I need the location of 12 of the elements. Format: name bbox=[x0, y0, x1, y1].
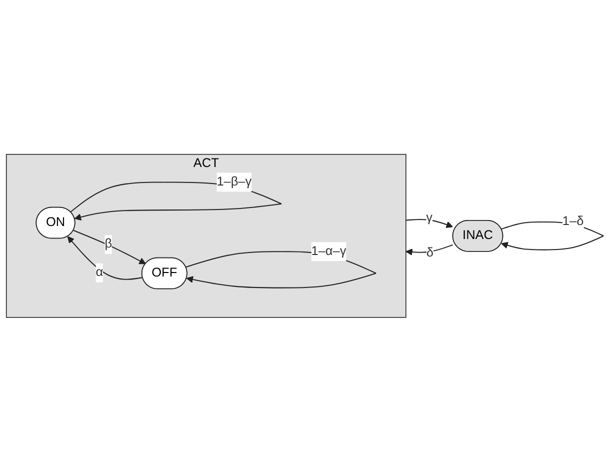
edge-label: δ bbox=[426, 246, 434, 260]
edge-label: 1–β–γ bbox=[216, 175, 252, 189]
edge-label: 1–α–γ bbox=[311, 244, 346, 258]
arrow bbox=[67, 236, 143, 280]
arrow bbox=[73, 230, 146, 264]
arrow bbox=[501, 222, 604, 250]
edge-label: α bbox=[96, 266, 104, 280]
edge-label: β bbox=[104, 237, 112, 251]
arrow bbox=[406, 219, 454, 228]
edge-label: γ bbox=[426, 211, 432, 225]
arrow bbox=[406, 244, 453, 256]
edge-label: 1–δ bbox=[562, 214, 584, 228]
